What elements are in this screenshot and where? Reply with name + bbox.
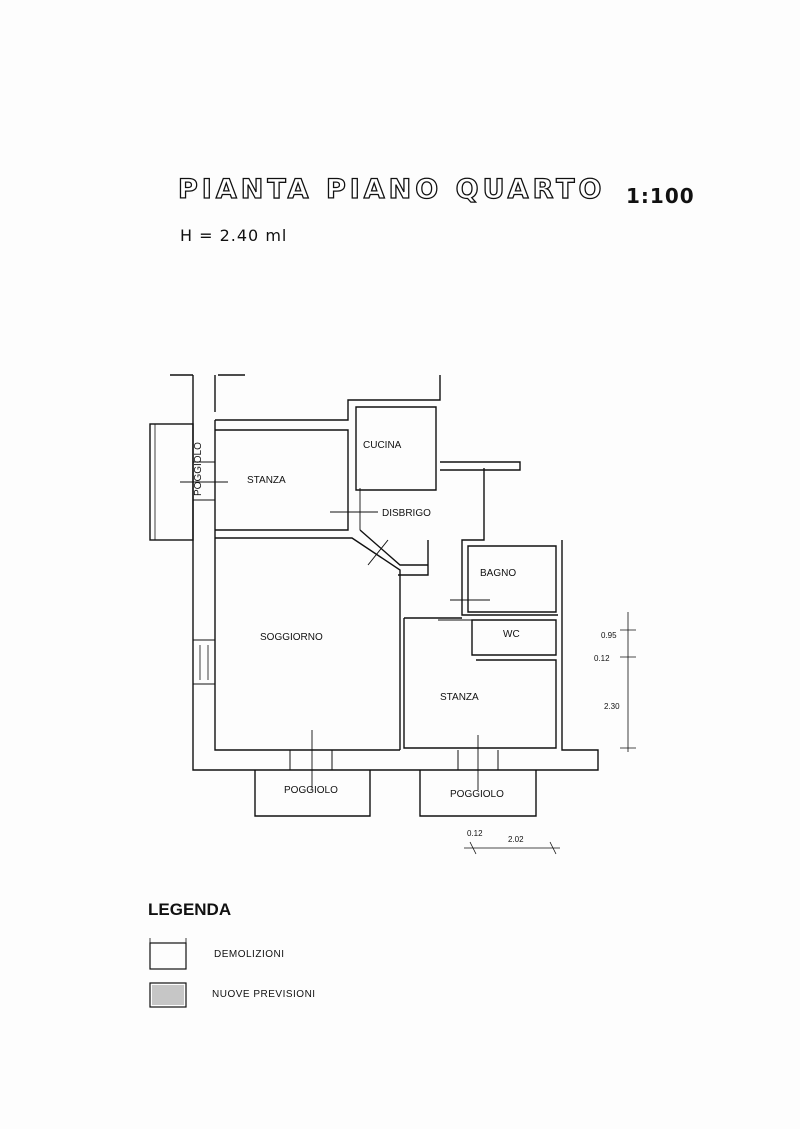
room-label-poggiolo-bottom-right: POGGIOLO — [450, 789, 504, 800]
exterior-wall — [192, 375, 599, 771]
dimension-label: 0.95 — [601, 631, 617, 640]
dimension-label: 2.30 — [604, 702, 620, 711]
top-wall-outer — [170, 374, 245, 412]
wc-walls — [471, 619, 557, 656]
cucina-walls — [355, 406, 437, 491]
dimension-label: 0.12 — [467, 829, 483, 838]
right-upper-wall — [461, 468, 558, 616]
exterior-wall-inner — [214, 420, 400, 751]
ceiling-height: H = 2.40 ml — [180, 226, 288, 245]
legend-nuove-swatch — [149, 982, 187, 1008]
bagno-walls — [467, 545, 557, 613]
legend-item-demolizioni: DEMOLIZIONI — [214, 949, 285, 960]
legend-demolizioni-swatch — [149, 942, 187, 970]
room-label-cucina: CUCINA — [363, 440, 402, 451]
room-label-stanza-top: STANZA — [247, 475, 286, 486]
disbrigo-walls — [359, 529, 429, 576]
room-label-soggiorno: SOGGIORNO — [260, 632, 323, 643]
dimension-label: 2.02 — [508, 835, 524, 844]
top-wall — [215, 375, 441, 421]
stanza-bottom-walls — [403, 617, 557, 749]
legend-title: LEGENDA — [148, 900, 232, 919]
soggiorno-wall — [215, 537, 401, 750]
room-label-stanza-bottom: STANZA — [440, 692, 479, 703]
dimension-label: 0.12 — [594, 654, 610, 663]
cucina-ext — [440, 461, 521, 471]
plan-title: PIANTA PIANO QUARTO — [177, 173, 606, 205]
plan-scale: 1:100 — [626, 184, 695, 208]
poggiolo-bottom-left-outline — [254, 770, 371, 817]
legend-item-nuove-previsioni: NUOVE PREVISIONI — [212, 989, 316, 1000]
poggiolo-bottom-right-outline — [419, 770, 537, 817]
stanza-top-walls — [215, 429, 349, 531]
room-label-poggiolo-bottom-left: POGGIOLO — [284, 785, 338, 796]
room-label-poggiolo-left: POGGIOLO — [193, 442, 204, 496]
room-label-disbrigo: DISBRIGO — [382, 508, 431, 519]
room-label-wc: WC — [503, 629, 520, 640]
room-label-bagno: BAGNO — [480, 568, 516, 579]
